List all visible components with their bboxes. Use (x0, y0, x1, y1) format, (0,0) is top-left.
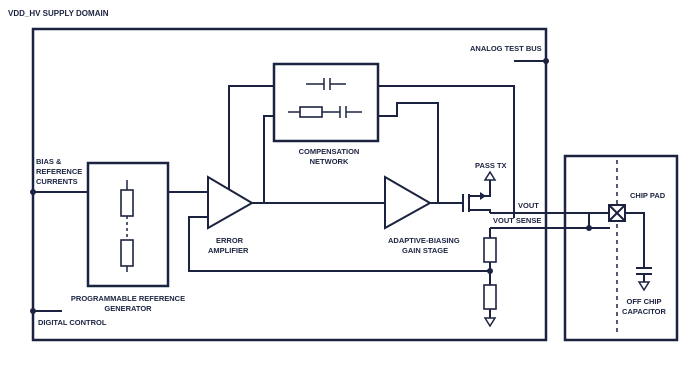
gain-stage-label-line2: GAIN STAGE (402, 246, 448, 255)
feedback-line (188, 216, 490, 272)
bias-label-line3: CURRENTS (36, 177, 78, 186)
comp-resistor (299, 106, 323, 118)
off-chip-box (563, 154, 679, 342)
supply-domain-box (31, 27, 548, 342)
diagram-title: VDD_HV SUPPLY DOMAIN (8, 9, 109, 18)
comp-route-inner-right (378, 102, 439, 203)
gain-stage-symbol (384, 175, 433, 230)
off-chip-cap-route (625, 212, 645, 268)
pass-tx-arrow-icon (480, 192, 486, 200)
off-chip-label-line1: OFF CHIP (627, 297, 662, 306)
prog-ref-label-line1: PROGRAMMABLE REFERENCE (71, 294, 185, 303)
chip-pad-cross-b (608, 204, 626, 222)
reference-resistor-top (120, 189, 134, 217)
pass-tx-label: PASS TX (475, 161, 507, 170)
analog-test-bus-node (543, 58, 549, 64)
pass-tx-drain (469, 209, 491, 213)
pass-tx-source (469, 180, 491, 197)
comp-route-outer-right (378, 85, 515, 218)
programmable-reference-generator-box (86, 161, 170, 288)
comp-route-inner-left (263, 115, 274, 203)
comp-label-line1: COMPENSATION (299, 147, 360, 156)
divider-resistor-top (483, 237, 497, 263)
vout-sense-label: VOUT SENSE (493, 216, 541, 225)
analog-test-bus-label: ANALOG TEST BUS (470, 44, 542, 53)
compensation-network-box (272, 62, 380, 143)
prog-ref-label-line2: GENERATOR (104, 304, 152, 313)
vout-label: VOUT (518, 201, 539, 210)
gain-stage-label-line1: ADAPTIVE-BIASING (388, 236, 460, 245)
comp-label-line2: NETWORK (310, 157, 349, 166)
error-amp-label-line1: ERROR (216, 236, 244, 245)
bias-label-line1: BIAS & (36, 157, 62, 166)
digital-control-label: DIGITAL CONTROL (38, 318, 107, 327)
divider-resistor-bottom (483, 284, 497, 310)
supply-arrow-icon (483, 170, 497, 181)
ground-arrow-icon (483, 317, 497, 328)
error-amp-label-line2: AMPLIFIER (208, 246, 249, 255)
off-chip-ground-icon (637, 281, 651, 292)
chip-pad-label: CHIP PAD (630, 191, 666, 200)
bias-label-line2: REFERENCE (36, 167, 82, 176)
off-chip-label-line2: CAPACITOR (622, 307, 666, 316)
reference-resistor-bottom (120, 239, 134, 267)
comp-route-outer-left (228, 85, 274, 190)
